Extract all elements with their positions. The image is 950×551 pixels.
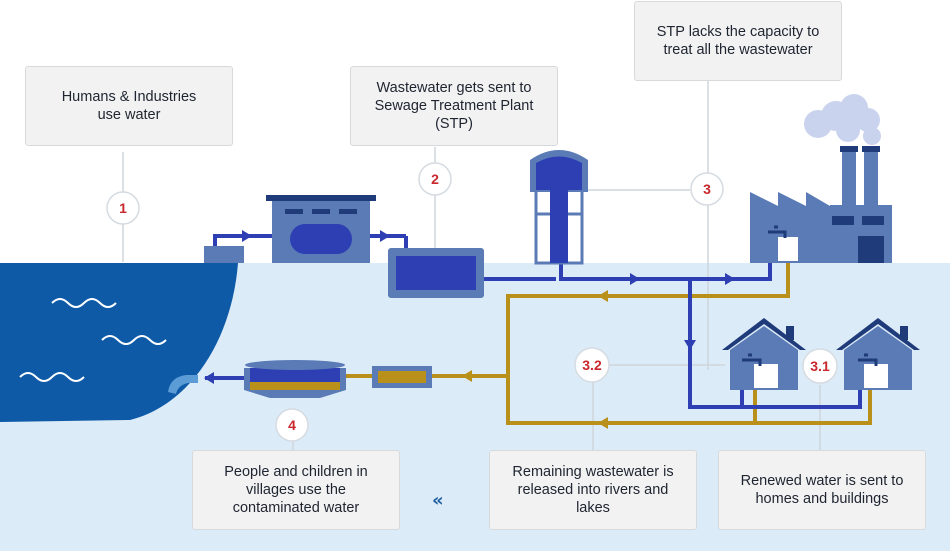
clean-flow-arrows <box>204 230 735 384</box>
callout-step-3-text: STP lacks the capacity to treat all the … <box>656 24 820 58</box>
svg-text:4: 4 <box>288 417 296 433</box>
outlet-pipe-icon <box>168 375 198 394</box>
house <box>836 318 920 390</box>
smoke <box>804 94 881 145</box>
callout-step-2: Wastewater gets sent to Sewage Treatment… <box>350 66 558 146</box>
step-marker-4: 4 <box>275 408 309 442</box>
pump-house <box>204 195 376 263</box>
waste-box-fill <box>378 371 426 383</box>
svg-text:3.1: 3.1 <box>810 358 830 374</box>
callout-step-3-2-text: Remaining wastewater is released into ri… <box>512 464 674 516</box>
svg-text:3: 3 <box>703 181 711 197</box>
factory <box>750 94 892 263</box>
lake-waves <box>19 298 167 382</box>
callout-step-2-text: Wastewater gets sent to Sewage Treatment… <box>374 80 534 132</box>
flow-direction-icon: « <box>432 490 444 511</box>
waste-flow-arrows <box>462 290 608 429</box>
callout-step-3-1-text: Renewed water is sent to homes and build… <box>740 473 904 507</box>
svg-text:2: 2 <box>431 171 439 187</box>
house <box>722 318 806 390</box>
step-marker-1: 1 <box>106 191 140 225</box>
callout-step-1-text: Humans & Industries use water <box>61 89 197 123</box>
faucet-icons <box>742 225 878 366</box>
settling-basin <box>244 360 346 398</box>
treatment-tank <box>388 248 484 298</box>
svg-text:3.2: 3.2 <box>582 357 602 373</box>
callout-step-3-1: Renewed water is sent to homes and build… <box>718 450 926 530</box>
callout-step-1: Humans & Industries use water <box>25 66 233 146</box>
callout-step-4: People and children in villages use the … <box>192 450 400 530</box>
svg-text:1: 1 <box>119 200 127 216</box>
callout-step-4-text: People and children in villages use the … <box>224 464 368 516</box>
step-marker-2: 2 <box>418 162 452 196</box>
leader-lines <box>122 80 821 452</box>
water-tower <box>530 150 588 265</box>
step-marker-3: 3 <box>690 172 724 206</box>
callout-step-3: STP lacks the capacity to treat all the … <box>634 1 842 81</box>
step-marker-3-1: 3.1 <box>802 348 838 384</box>
step-marker-3-2: 3.2 <box>574 347 610 383</box>
callout-step-3-2: Remaining wastewater is released into ri… <box>489 450 697 530</box>
